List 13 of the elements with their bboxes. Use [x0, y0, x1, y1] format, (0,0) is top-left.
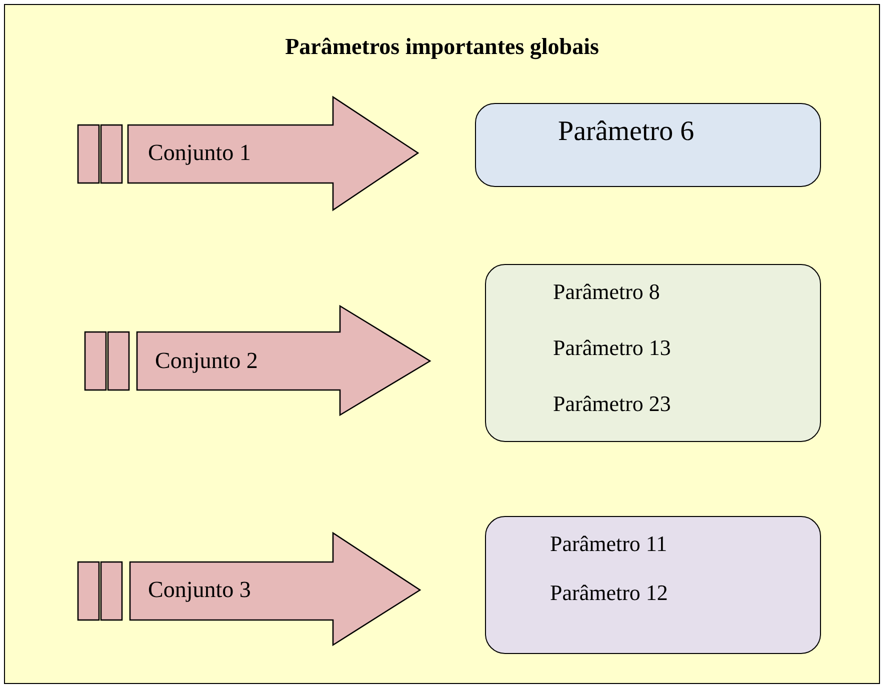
box-text: Parâmetro 8: [553, 278, 660, 306]
rounded-box: [485, 264, 821, 442]
diagram-title: Parâmetros importantes globais: [284, 34, 600, 60]
box-text: Parâmetro 11: [550, 530, 668, 558]
rounded-box: [475, 103, 821, 187]
rounded-box: [485, 516, 821, 654]
box-text: Parâmetro 23: [553, 390, 671, 418]
box-text: Parâmetro 12: [550, 578, 668, 607]
box-text: Parâmetro 6: [558, 114, 694, 149]
arrow-label: Conjunto 3: [148, 576, 251, 604]
box-text: Parâmetro 13: [553, 334, 671, 362]
arrow-label: Conjunto 1: [148, 139, 251, 167]
arrow-label: Conjunto 2: [155, 347, 258, 375]
